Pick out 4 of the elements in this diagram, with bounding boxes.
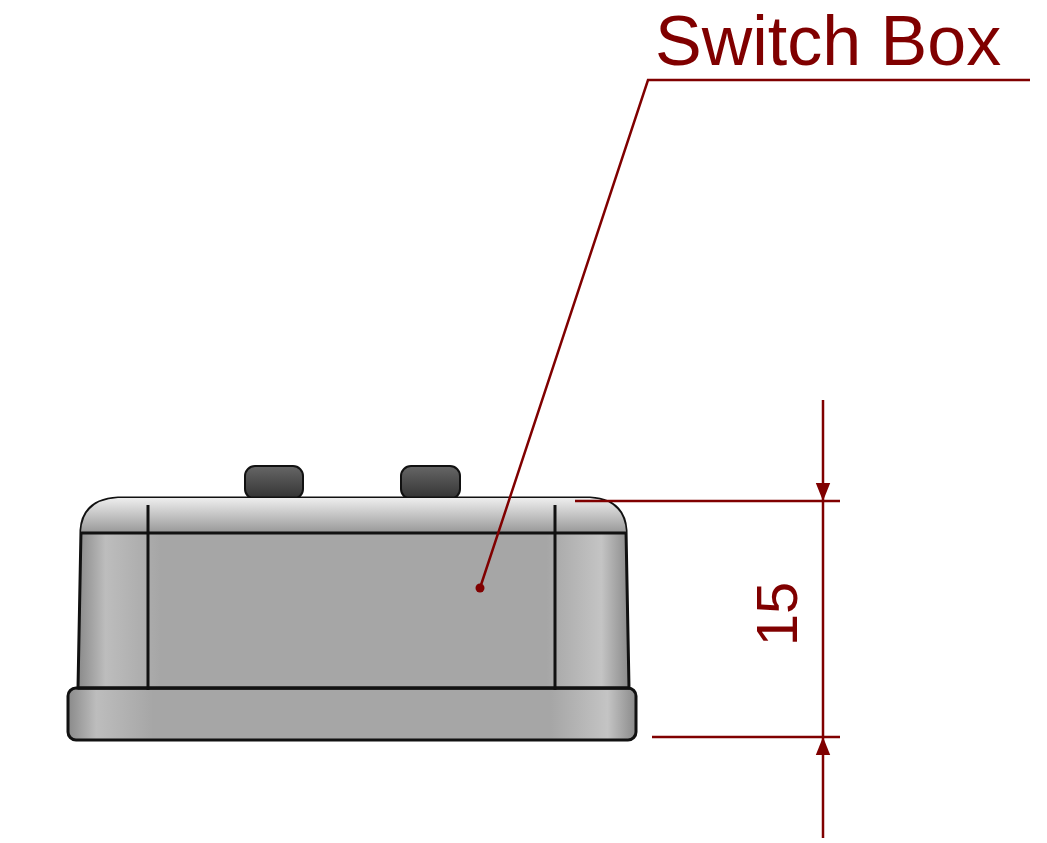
dimension-value: 15 xyxy=(748,581,807,647)
part-label: Switch Box xyxy=(655,6,1002,76)
switch-box-drawing xyxy=(66,465,638,742)
leader-line xyxy=(475,78,1030,593)
